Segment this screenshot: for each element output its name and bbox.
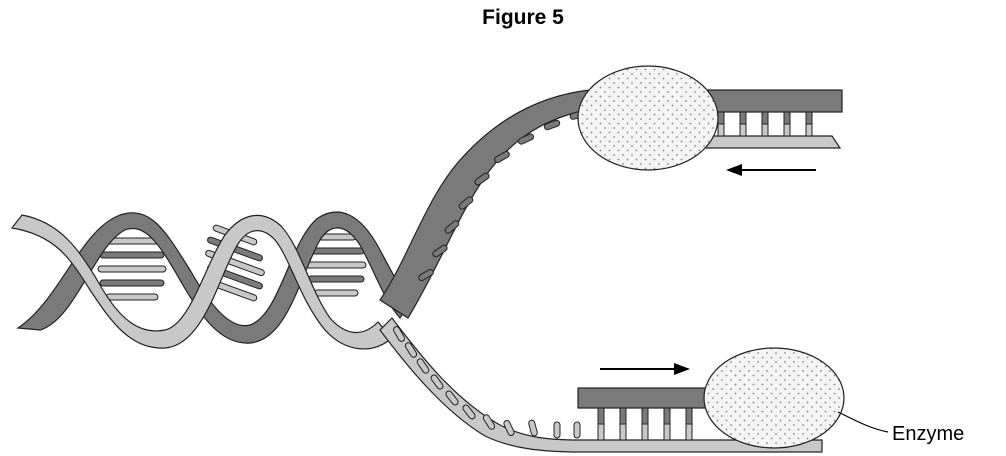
upper-template-strand [700, 90, 842, 112]
lower-direction-arrow [600, 363, 690, 375]
upper-new-strand [700, 136, 840, 148]
lower-new-strand [578, 388, 710, 408]
enzyme-leader-line [838, 412, 888, 432]
upper-direction-arrow [726, 164, 816, 176]
lower-enzyme [704, 348, 844, 448]
enzyme-label-group: Enzyme [838, 412, 964, 445]
lower-exposed-bases [392, 326, 580, 438]
upper-strand-ribbon [380, 90, 600, 318]
lower-parental-strand [380, 318, 844, 452]
upper-parental-strand [380, 66, 842, 318]
double-helix [12, 212, 412, 349]
upper-enzyme [578, 66, 718, 170]
upper-paired-bases [718, 112, 812, 136]
lower-paired-bases [598, 408, 692, 440]
enzyme-label: Enzyme [892, 423, 964, 445]
